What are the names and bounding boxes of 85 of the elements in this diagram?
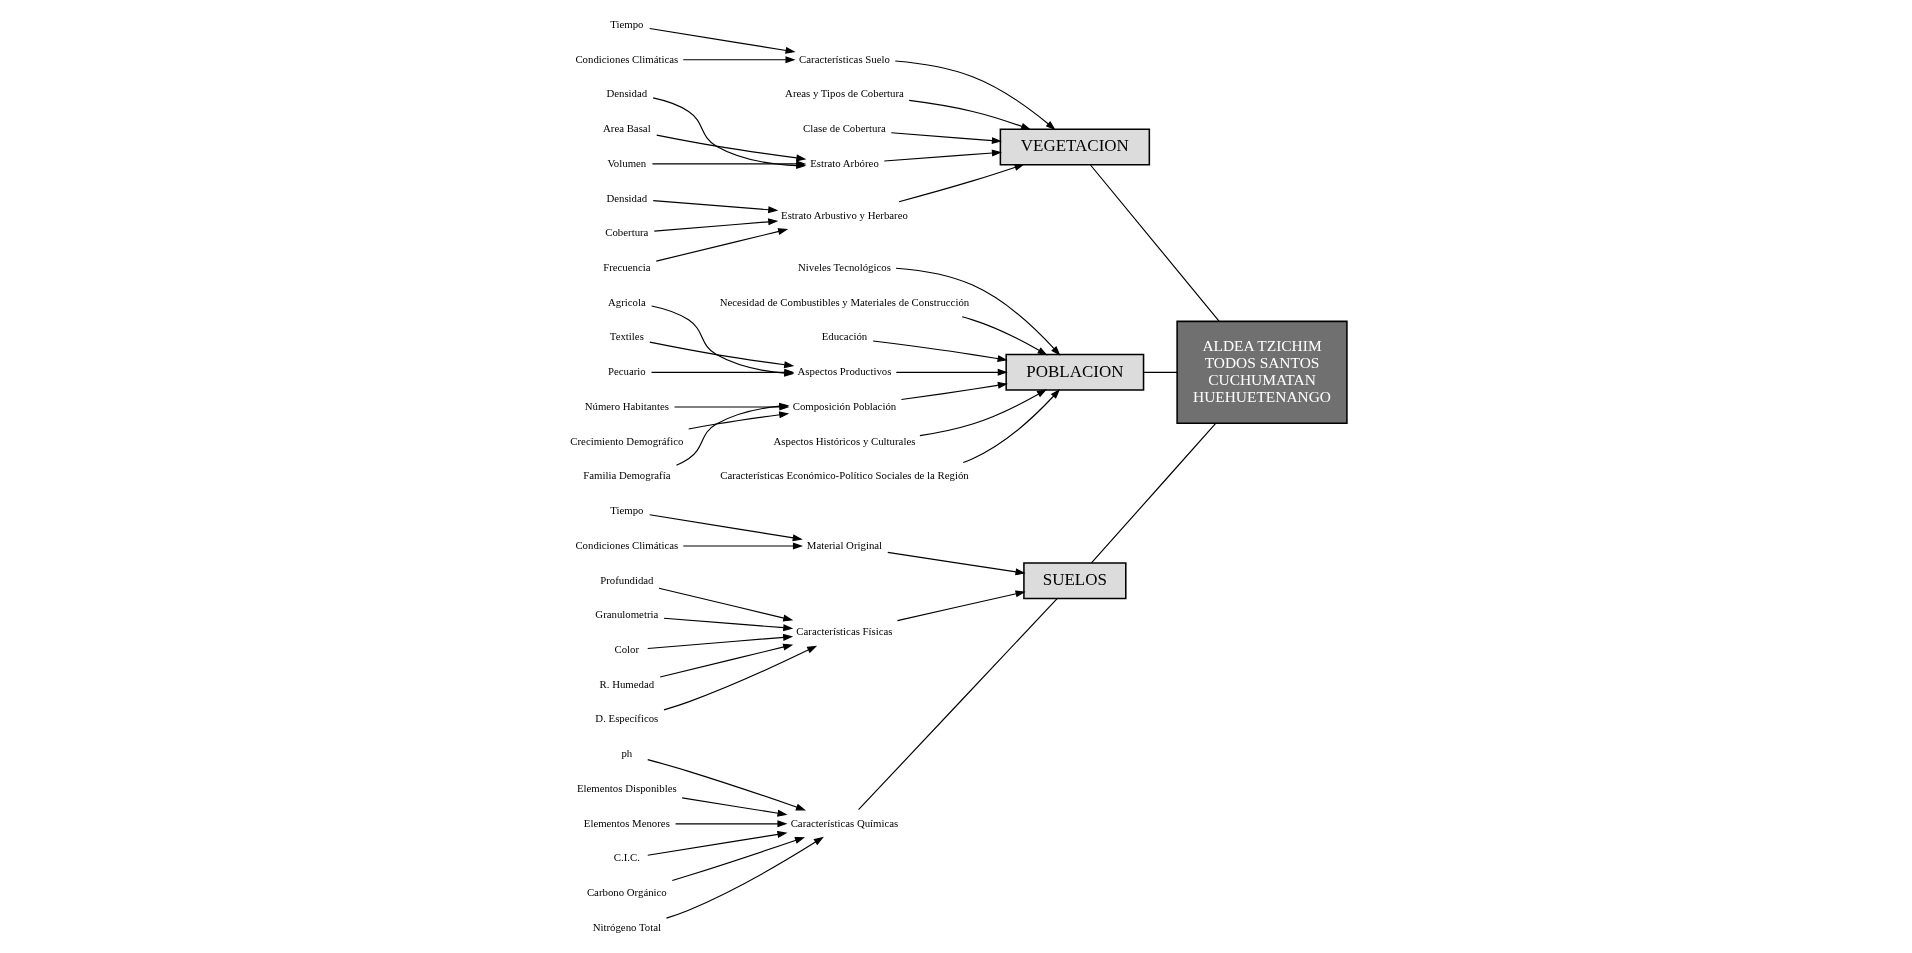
node-text: Tiempo: [610, 504, 644, 517]
node-box: ALDEA TZICHIM TODOS SANTOS CUCHUMATAN HUEHUETENANGO: [1176, 320, 1348, 424]
node-text: Pecuario: [607, 365, 646, 378]
node-text: Aspectos Productivos: [797, 365, 892, 378]
node-text: Características Económico-Político Sociales de la Región: [720, 469, 969, 482]
node-text: Areas y Tipos de Cobertura: [785, 87, 904, 100]
node-text: Cobertura: [605, 226, 649, 239]
arrow: [649, 341, 795, 369]
node-text: C.I.C.: [613, 851, 640, 864]
node-text: Densidad: [606, 87, 648, 100]
connector: [1089, 164, 1220, 322]
node-text: R. Humedad: [599, 677, 655, 690]
arrow: [688, 411, 790, 430]
arrow: [663, 645, 818, 711]
arrow: [898, 164, 1025, 203]
node-text: ph: [621, 747, 633, 760]
node-text: Granulometria: [595, 608, 659, 621]
node-box: POBLACION: [1005, 353, 1145, 391]
node-text: Frecuencia: [603, 260, 651, 273]
node-text: Número Habitantes: [584, 399, 669, 412]
node-text: Profundidad: [600, 573, 654, 586]
arrow: [663, 617, 794, 632]
node-text: Area Basal: [602, 122, 651, 135]
node-text: Características Químicas: [790, 816, 899, 829]
arrow: [656, 134, 807, 162]
arrow: [887, 551, 1026, 576]
node-text: Clase de Cobertura: [803, 122, 886, 135]
arrow: [649, 514, 803, 542]
arrow: [653, 218, 779, 232]
arrow: [962, 389, 1061, 464]
node-text: Volumen: [607, 156, 647, 169]
arrow: [655, 228, 789, 262]
node-text: Agricola: [607, 295, 646, 308]
arrow: [900, 381, 1008, 401]
node-text: Aspectos Históricos y Culturales: [773, 434, 916, 447]
arrow: [919, 389, 1047, 437]
node-text: Educación: [821, 330, 868, 343]
arrow: [674, 820, 788, 828]
node-text: Densidad: [606, 191, 648, 204]
arrow: [649, 27, 796, 54]
arrow: [682, 542, 803, 550]
arrow: [671, 837, 805, 882]
arrow: [647, 759, 807, 811]
arrow: [890, 132, 1002, 145]
node-text: Características Físicas: [796, 625, 893, 638]
node-text: Elementos Disponibles: [576, 781, 677, 794]
node-text: Material Original: [806, 538, 883, 551]
arrow: [681, 797, 788, 817]
connector: [1090, 422, 1217, 564]
node-text: Familia Demografía: [583, 469, 671, 482]
arrow: [647, 633, 794, 650]
arrow: [665, 836, 824, 919]
arrow: [652, 200, 779, 214]
node-text: Textiles: [609, 330, 644, 343]
node-text: Elementos Menores: [583, 816, 670, 829]
node-text: Estrato Arbustivo y Herbareo: [781, 208, 908, 221]
node-text: Nitrógeno Total: [592, 920, 661, 933]
node-text: Niveles Tecnológicos: [798, 260, 891, 273]
node-text: Condiciones Climáticas: [575, 538, 679, 551]
arrow: [682, 56, 796, 64]
arrow: [895, 368, 1008, 376]
connector: [1143, 371, 1178, 373]
node-text: Composición Población: [792, 399, 897, 412]
arrow: [896, 590, 1026, 622]
connector: [857, 598, 1058, 811]
arrow: [894, 60, 1056, 131]
node-text: Necesidad de Combustibles y Materiales de Construcción: [719, 295, 970, 308]
arrow: [658, 587, 794, 622]
arrow: [659, 643, 794, 678]
node-box: VEGETACION: [999, 128, 1151, 166]
arrow: [961, 316, 1048, 356]
node-box: SUELOS: [1023, 562, 1127, 600]
arrow: [883, 149, 1002, 162]
node-text: Estrato Arbóreo: [810, 156, 879, 169]
node-text: Crecimiento Demográfico: [570, 434, 684, 447]
node-text: Color: [614, 643, 640, 656]
node-text: Tiempo: [610, 17, 644, 30]
arrow: [895, 267, 1061, 356]
arrow: [908, 99, 1032, 130]
node-text: Condiciones Climáticas: [575, 52, 679, 65]
node-text: D. Específicos: [595, 712, 659, 725]
arrow: [872, 340, 1008, 363]
arrow: [647, 830, 788, 856]
node-text: Características Suelo: [799, 52, 890, 65]
node-text: Carbono Orgánico: [586, 886, 667, 899]
